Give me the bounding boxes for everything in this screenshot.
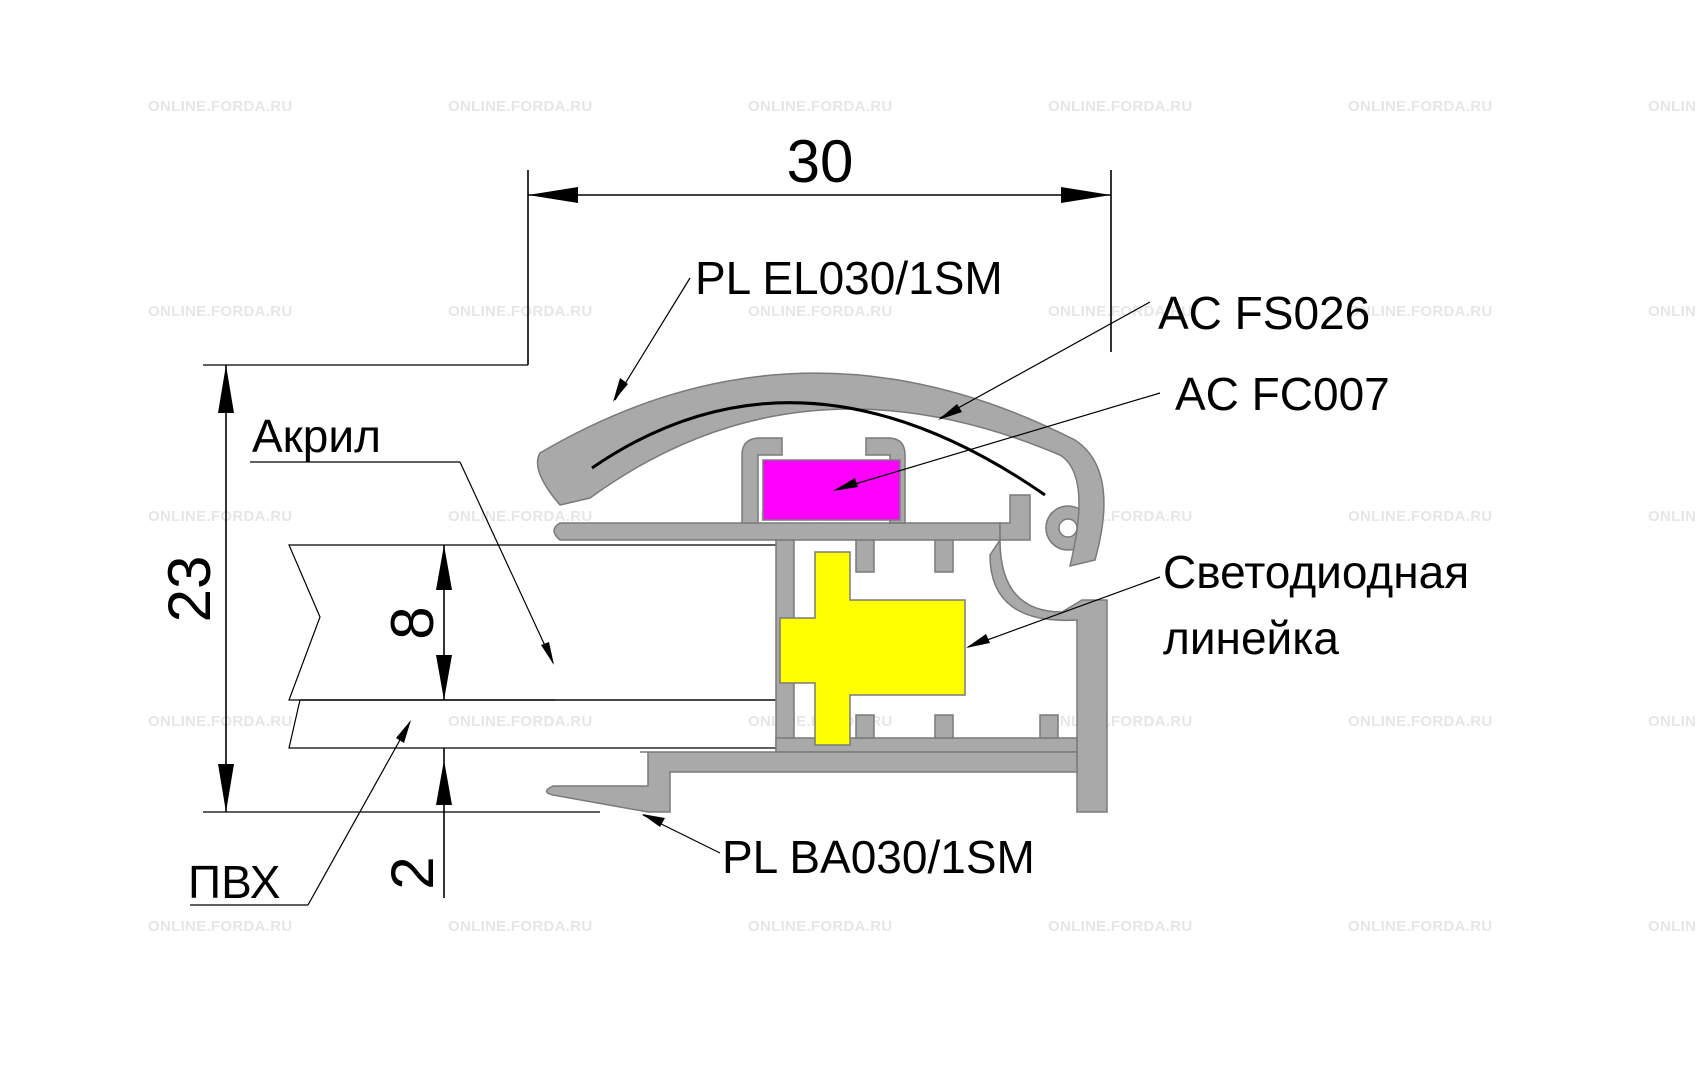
width-value: 30 xyxy=(787,128,854,195)
watermark-text: ONLINE.FORDA.RU xyxy=(748,918,893,935)
watermark-text: ONLINE.FORDA.RU xyxy=(1048,713,1193,730)
dimension-acrylic xyxy=(436,545,452,700)
label-acrylic: Акрил xyxy=(252,410,381,462)
watermark-text: ONLINE.FORDA.RU xyxy=(448,508,593,525)
watermark-text: ONLINE.FORDA.RU xyxy=(1348,508,1493,525)
watermark-text: ONLINE.FORDA.RU xyxy=(1648,303,1697,320)
dimension-width xyxy=(203,170,1112,366)
watermark-text: ONLINE.FORDA.RU xyxy=(1348,98,1493,115)
watermark-text: ONLINE.FORDA.RU xyxy=(448,303,593,320)
leader-lines xyxy=(190,277,1161,906)
watermark-text: ONLINE.FORDA.RU xyxy=(1648,98,1697,115)
watermark-text: ONLINE.FORDA.RU xyxy=(1048,918,1193,935)
label-led-line-2: линейка xyxy=(1163,612,1339,664)
base-offset-value: 2 xyxy=(379,856,446,889)
led-strip xyxy=(779,551,966,746)
watermark-text: ONLINE.FORDA.RU xyxy=(1348,713,1493,730)
base-profile xyxy=(545,437,1108,813)
watermark-text: ONLINE.FORDA.RU xyxy=(1048,98,1193,115)
watermark-text: ONLINE.FORDA.RU xyxy=(748,303,893,320)
watermark-grid: ONLINE.FORDA.RU ONLINE.FORDA.RU ONLINE.FOR… xyxy=(148,98,1697,935)
watermark-text: ONLINE.FORDA.RU xyxy=(1048,303,1193,320)
watermark-text: ONLINE.FORDA.RU xyxy=(1648,508,1697,525)
label-spring: AC FS026 xyxy=(1158,287,1370,339)
watermark-text: ONLINE.FORDA.RU xyxy=(448,713,593,730)
watermark-text: ONLINE.FORDA.RU xyxy=(1648,713,1697,730)
watermark-text: ONLINE.FORDA.RU xyxy=(148,98,293,115)
height-value: 23 xyxy=(156,556,223,623)
watermark-text: ONLINE.FORDA.RU xyxy=(448,98,593,115)
label-frame-top: PL EL030/1SM xyxy=(695,252,1003,304)
label-clip: AC FC007 xyxy=(1175,368,1390,420)
watermark-text: ONLINE.FORDA.RU xyxy=(148,918,293,935)
label-pvc: ПВХ xyxy=(188,856,280,908)
watermark-text: ONLINE.FORDA.RU xyxy=(148,508,293,525)
watermark-text: ONLINE.FORDA.RU xyxy=(148,713,293,730)
dimension-height xyxy=(203,365,600,813)
spring-arc xyxy=(591,401,1046,497)
watermark-text: ONLINE.FORDA.RU xyxy=(748,98,893,115)
watermark-text: ONLINE.FORDA.RU xyxy=(1348,918,1493,935)
watermark-text: ONLINE.FORDA.RU xyxy=(1648,918,1697,935)
pvc-panel xyxy=(288,699,790,749)
watermark-text: ONLINE.FORDA.RU xyxy=(148,303,293,320)
label-led-line-1: Светодиодная xyxy=(1163,546,1469,598)
acrylic-panel xyxy=(288,544,790,701)
dimension-offset xyxy=(436,748,452,898)
acrylic-thickness-value: 8 xyxy=(379,606,446,639)
clip-insert xyxy=(762,459,901,521)
watermark-text: ONLINE.FORDA.RU xyxy=(448,918,593,935)
watermark-text: ONLINE.FORDA.RU xyxy=(1348,303,1493,320)
label-frame-base: PL BA030/1SM xyxy=(722,831,1035,883)
